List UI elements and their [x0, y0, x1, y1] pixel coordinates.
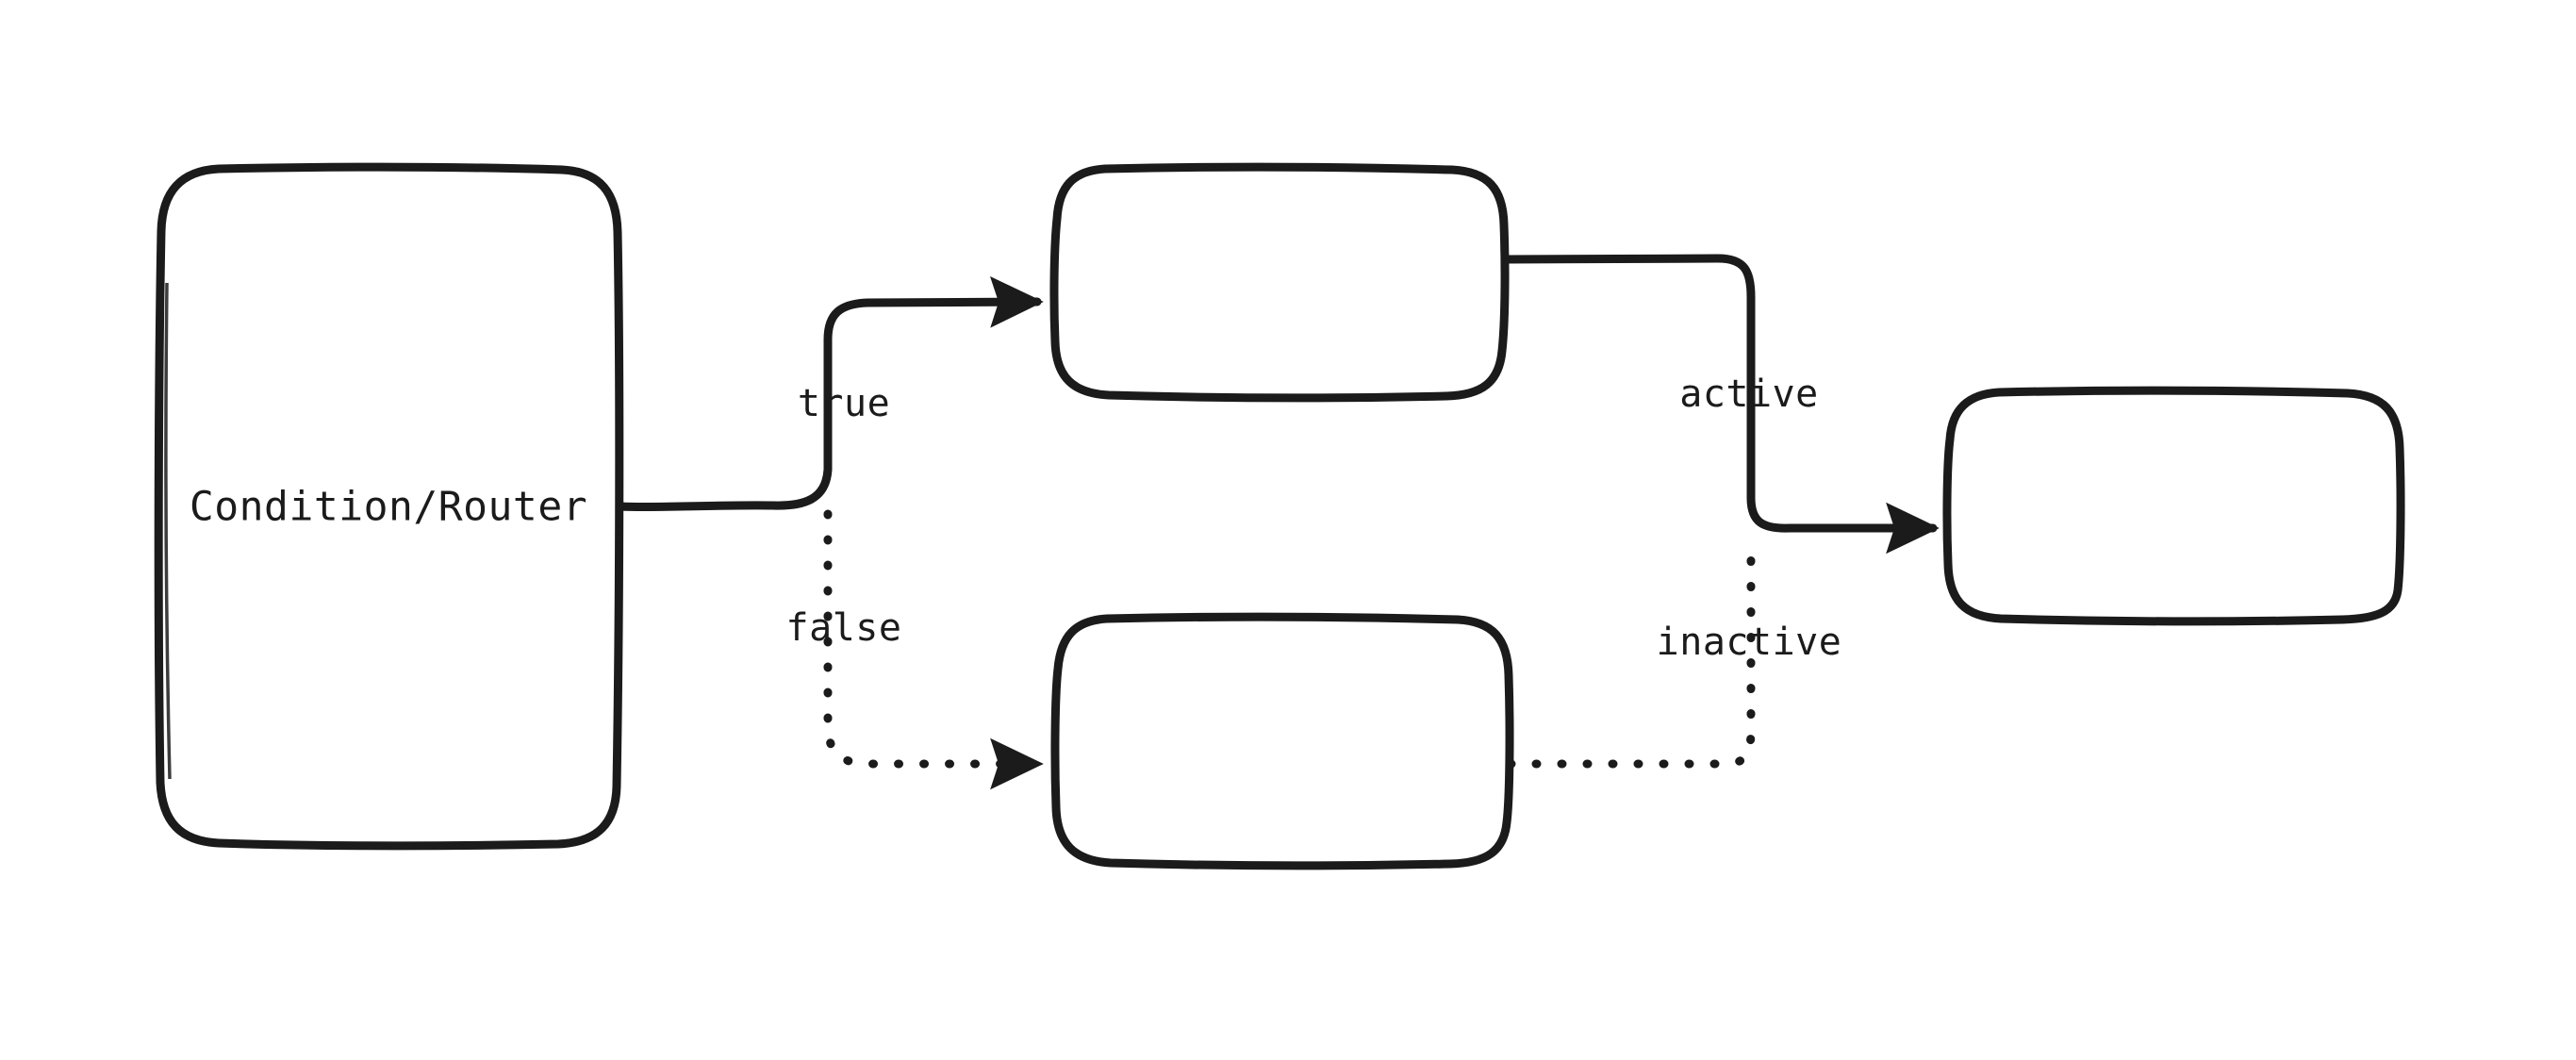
edge-active: active	[1501, 254, 1940, 555]
node-label-condition-router: Condition/Router	[190, 484, 587, 531]
node-merge-shape	[1942, 386, 2405, 626]
node-merge[interactable]	[1942, 386, 2405, 626]
node-condition-router[interactable]: Condition/Router	[154, 162, 624, 851]
edge-true-line	[615, 275, 1044, 512]
edge-inactive: inactive	[1506, 535, 1842, 769]
node-true-branch[interactable]	[1049, 162, 1510, 403]
node-false-branch[interactable]	[1050, 612, 1514, 870]
node-true-branch-shape	[1049, 162, 1510, 403]
node-false-branch-shape	[1050, 612, 1514, 870]
edge-true: true	[615, 275, 1044, 512]
edge-label-true: true	[798, 382, 890, 425]
edge-label-active: active	[1679, 373, 1819, 416]
edge-label-false: false	[786, 606, 902, 650]
edge-label-inactive: inactive	[1657, 621, 1842, 664]
edge-false: false	[786, 509, 1044, 790]
node-condition-router-shape	[154, 162, 624, 851]
edge-active-line	[1501, 254, 1940, 555]
node-condition-router-sketch-stroke	[164, 282, 172, 780]
